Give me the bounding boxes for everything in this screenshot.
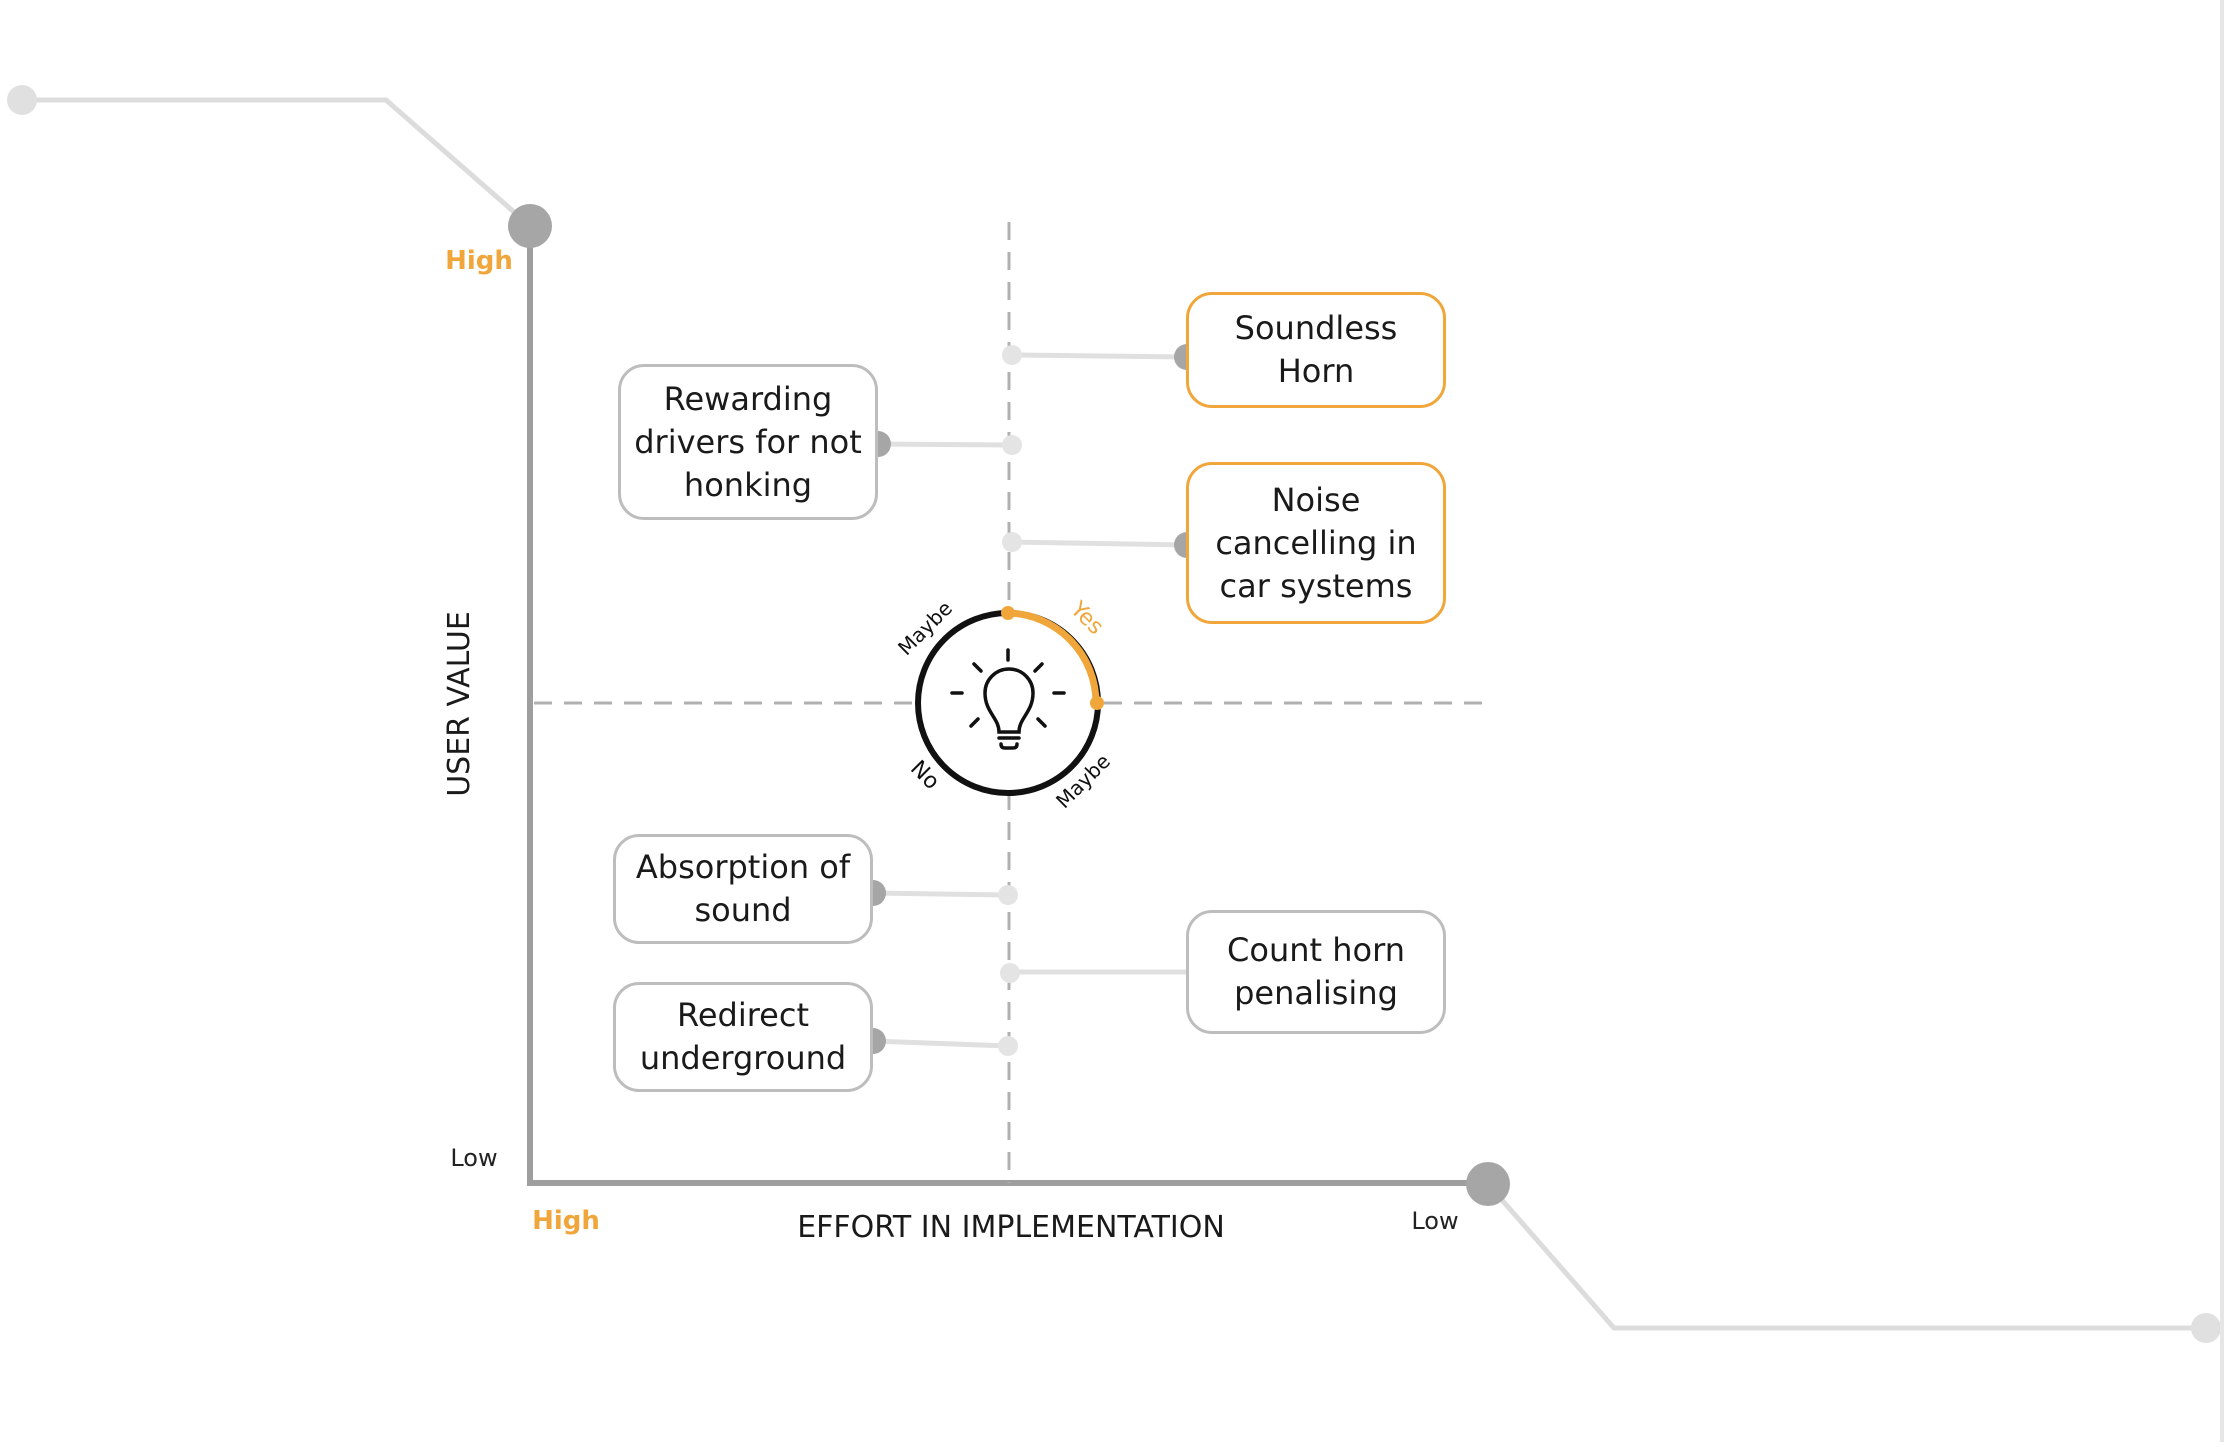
dial-yes-end-dot: [1090, 696, 1104, 710]
idea-card-count-horn: Count horn penalising: [1186, 910, 1446, 1034]
x-axis-low-label: Low: [1411, 1207, 1458, 1235]
connector-rewarding-drivers: [877, 441, 1013, 448]
y-axis-low-label: Low: [450, 1144, 497, 1172]
connectors: [860, 344, 1200, 1056]
y-axis-title: USER VALUE: [442, 611, 477, 797]
flow-line-top: [22, 97, 532, 228]
lightbulb-icon: [950, 648, 1066, 750]
x-axis-end-node: [1466, 1162, 1510, 1206]
idea-card-absorption: Absorption of sound: [613, 834, 873, 944]
divider-node-noise-cancelling: [1002, 532, 1022, 552]
x-axis-title: EFFORT IN IMPLEMENTATION: [797, 1210, 1225, 1245]
dial-yes-start-dot: [1001, 606, 1015, 620]
divider-node-soundless-horn: [1002, 345, 1022, 365]
connector-soundless-horn: [1011, 352, 1188, 360]
decision-dial: Maybe Yes No Maybe: [893, 596, 1115, 813]
flow-line-bottom: [1486, 1182, 2206, 1331]
flow-node-bottom-end: [2191, 1313, 2221, 1343]
idea-label-rewarding-drivers: Rewarding drivers for not honking: [634, 379, 862, 504]
idea-label-redirect: Redirect underground: [639, 996, 847, 1077]
dial-yes-arc: [1007, 609, 1100, 704]
divider-node-redirect: [998, 1036, 1018, 1056]
y-axis-high-label: High: [445, 246, 513, 276]
connector-redirect: [872, 1038, 1009, 1049]
y-axis-end-node: [508, 204, 552, 248]
connector-absorption: [872, 890, 1009, 898]
idea-label-count-horn: Count horn penalising: [1227, 931, 1405, 1012]
idea-label-noise-cancelling: Noise cancelling in car systems: [1215, 480, 1417, 605]
flow-node-top-start: [7, 85, 37, 115]
x-axis-high-label: High: [532, 1206, 600, 1236]
divider-node-count-horn: [1000, 963, 1020, 983]
idea-card-redirect: Redirect underground: [613, 982, 873, 1092]
idea-label-absorption: Absorption of sound: [635, 848, 851, 929]
dial-label-yes: Yes: [1064, 596, 1107, 639]
idea-label-soundless-horn: Soundless Horn: [1234, 309, 1398, 390]
page-edge-divider: [2220, 0, 2224, 1442]
idea-card-rewarding-drivers: Rewarding drivers for not honking: [618, 364, 878, 520]
divider-node-rewarding-drivers: [1002, 435, 1022, 455]
divider-node-absorption: [998, 885, 1018, 905]
connector-noise-cancelling: [1011, 539, 1188, 548]
idea-card-noise-cancelling: Noise cancelling in car systems: [1186, 462, 1446, 624]
idea-card-soundless-horn: Soundless Horn: [1186, 292, 1446, 408]
